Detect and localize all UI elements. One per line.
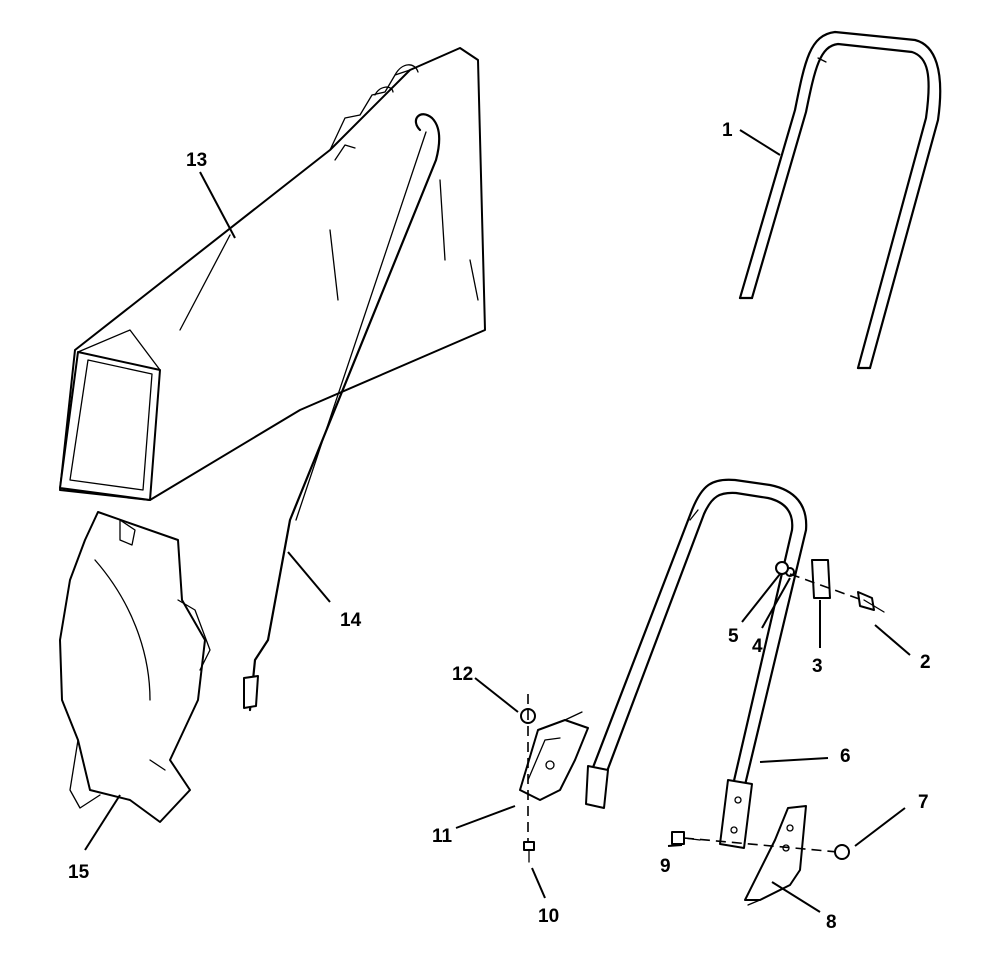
- callout-3: 3: [812, 656, 823, 677]
- callout-5: 5: [728, 626, 739, 647]
- callout-1: 1: [722, 120, 733, 141]
- handle-bracket-left-part: [519, 711, 589, 801]
- callout-11: 11: [432, 826, 453, 847]
- spacer-block-part: [811, 559, 831, 599]
- leader-8: [771, 881, 821, 913]
- leader-4: [761, 577, 791, 629]
- callout-6: 6: [840, 746, 851, 767]
- leader-13: [199, 171, 236, 239]
- bolt-part-2: [857, 591, 885, 613]
- lower-handle-part: [585, 478, 808, 849]
- bag-rod-part: [243, 113, 441, 712]
- callout-9: 9: [660, 856, 671, 877]
- leader-6: [759, 757, 829, 763]
- leader-10: [531, 867, 546, 899]
- leader-2: [874, 624, 911, 656]
- callout-labels: 1 2 3 4 5 6 7 8 9 10 11 12 13 14 15: [68, 120, 931, 933]
- leader-14: [287, 551, 331, 603]
- callout-7: 7: [918, 792, 929, 813]
- leader-15: [84, 794, 121, 851]
- callout-15: 15: [68, 862, 90, 883]
- callout-12: 12: [452, 664, 473, 685]
- leader-9: [667, 844, 683, 847]
- nut-part-5: [775, 561, 789, 575]
- leader-7: [854, 807, 906, 847]
- leader-11: [455, 805, 516, 829]
- callout-10: 10: [538, 906, 559, 927]
- leader-1: [739, 129, 781, 156]
- callout-13: 13: [186, 150, 207, 171]
- bolt-part-10: [523, 841, 535, 863]
- discharge-chute-part: [59, 511, 211, 823]
- leader-12: [474, 677, 519, 713]
- callout-14: 14: [340, 610, 362, 631]
- nut-part-7: [834, 844, 850, 860]
- callout-2: 2: [920, 652, 931, 673]
- callout-4: 4: [752, 636, 763, 657]
- grass-bag-part: [59, 47, 486, 501]
- leader-lines: [84, 129, 911, 913]
- upper-handle-part: [738, 30, 942, 370]
- callout-8: 8: [826, 912, 837, 933]
- leader-5: [741, 573, 781, 623]
- handle-bracket-right-part: [744, 805, 807, 906]
